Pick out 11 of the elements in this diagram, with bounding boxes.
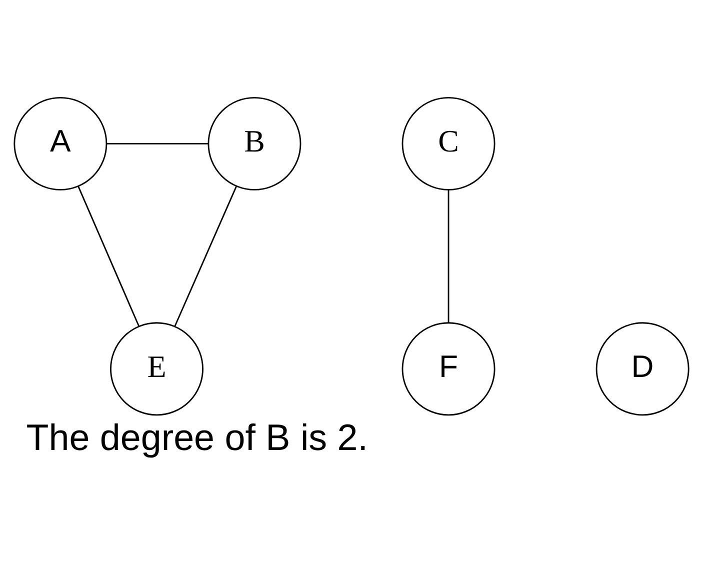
connector [448,190,450,323]
connector [78,186,140,327]
node-circle: B [208,96,302,190]
connector [174,186,237,327]
node-circle: F [402,322,496,416]
node-circle: A [14,96,108,190]
node-circle: C [402,96,496,190]
caption: The degree of B is 2. [26,417,368,458]
connector [106,142,208,144]
node-circle: E [110,322,204,416]
node-circle: D [596,322,690,416]
